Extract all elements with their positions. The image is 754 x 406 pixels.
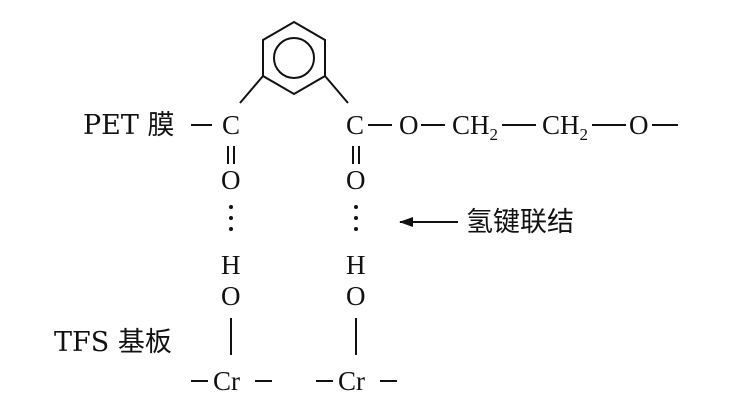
hydroxyl-oxygen-left: O (221, 281, 241, 311)
methylene-first-subscript: 2 (490, 125, 499, 144)
ring-bond-left (239, 75, 264, 104)
oxygen-terminal: O (629, 110, 649, 140)
chromium-right: Cr (338, 366, 365, 396)
hydroxyl-oxygen-right: O (346, 281, 366, 311)
ring-bond-right (324, 75, 349, 104)
chromium-left: Cr (213, 366, 240, 396)
hydrogen-bond-dots-right (354, 205, 358, 231)
methylene-first-ch: CH (452, 110, 490, 140)
pet-film-label: PET 膜 (83, 110, 174, 141)
hydrogen-bond-label: 氢键联结 (466, 207, 574, 238)
carbonyl-oxygen-left: O (221, 165, 241, 195)
tfs-substrate-label: TFS 基板 (54, 327, 172, 358)
hydrogen-bond-dots-left (229, 205, 233, 231)
benzene-ring-icon (262, 20, 326, 96)
hydrogen-right: H (346, 250, 366, 280)
hydrogen-left: H (221, 250, 241, 280)
methylene-second-ch: CH (542, 110, 580, 140)
carbon-left: C (222, 110, 240, 140)
methylene-second: CH2 (542, 110, 588, 144)
carbonyl-oxygen-right: O (346, 165, 366, 195)
oxygen-ester: O (399, 110, 419, 140)
methylene-first: CH2 (452, 110, 498, 144)
methylene-second-subscript: 2 (580, 125, 589, 144)
carbon-right: C (346, 110, 364, 140)
